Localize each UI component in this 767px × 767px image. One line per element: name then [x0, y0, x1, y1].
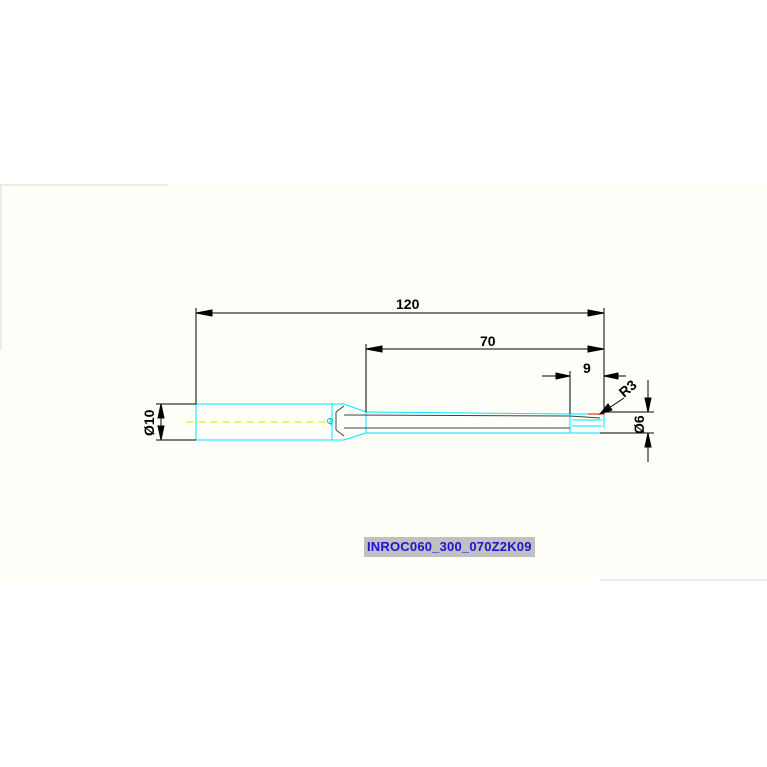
dim-d6-arrow-top	[644, 397, 652, 413]
neck-inner-lines	[335, 405, 601, 437]
dim-120-arrow-left	[195, 309, 213, 317]
dim-70-arrow-right	[587, 345, 605, 353]
dim-d6-text: Ø6	[631, 415, 647, 434]
neck-taper-top-slope	[343, 403, 367, 413]
dim-120-text: 120	[396, 296, 420, 312]
dimension-lines	[156, 308, 654, 462]
neck-taper-bottom-slope	[343, 432, 367, 441]
dim-70-text: 70	[480, 333, 496, 349]
dim-d10-arrow-top	[157, 403, 165, 419]
dim-70-arrow-left	[365, 345, 383, 353]
tool-outline	[195, 403, 605, 441]
dim-9-text: 9	[583, 360, 591, 376]
dim-d10-text: Ø10	[141, 409, 157, 436]
part-number-label: INROC060_300_070Z2K09	[364, 537, 535, 557]
dim-120-arrow-right	[587, 309, 605, 317]
dim-d6-arrow-bottom	[644, 432, 652, 448]
dim-9-arrow-left	[555, 372, 571, 380]
sheet-background	[0, 185, 767, 580]
dim-d10-arrow-bottom	[157, 425, 165, 441]
neck-top	[365, 411, 571, 415]
dim-9-arrow-right	[603, 372, 619, 380]
center-mark	[327, 418, 333, 424]
